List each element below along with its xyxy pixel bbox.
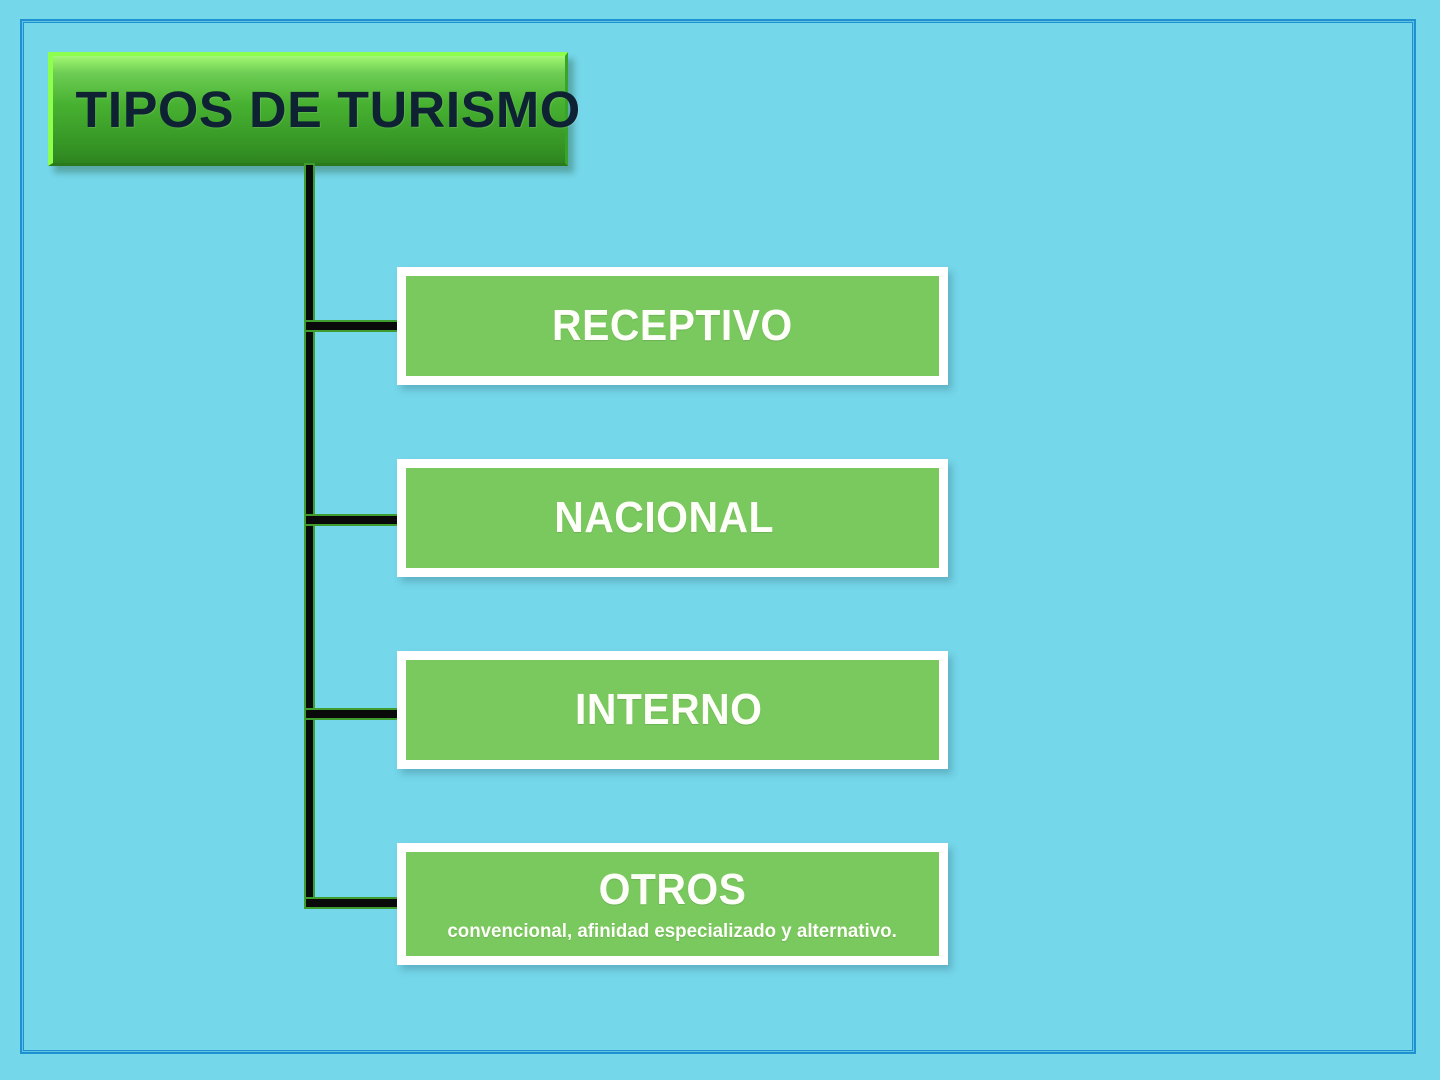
connector-branch-interno xyxy=(306,710,400,718)
node-body: NACIONAL xyxy=(406,468,939,568)
diagram-node-receptivo[interactable]: RECEPTIVO xyxy=(397,267,948,385)
connector-branch-nacional xyxy=(306,516,400,524)
page-title: TIPOS DE TURISMO xyxy=(75,81,581,138)
diagram-node-nacional[interactable]: NACIONAL xyxy=(397,459,948,577)
node-label-otros: OTROS xyxy=(598,865,747,915)
diagram-node-otros[interactable]: OTROS convencional, afinidad especializa… xyxy=(397,843,948,965)
diagram-root-node[interactable]: TIPOS DE TURISMO xyxy=(48,52,580,166)
node-label-nacional: NACIONAL xyxy=(554,492,775,542)
connector-branch-receptivo xyxy=(306,322,400,330)
node-label-interno: INTERNO xyxy=(574,684,763,734)
diagram-node-interno[interactable]: INTERNO xyxy=(397,651,948,769)
connector-trunk-line xyxy=(306,165,313,905)
node-body: INTERNO xyxy=(406,660,939,760)
connector-branch-otros xyxy=(306,899,400,907)
node-body: RECEPTIVO xyxy=(406,276,939,376)
node-label-receptivo: RECEPTIVO xyxy=(552,300,793,350)
node-subtitle-otros: convencional, afinidad especializado y a… xyxy=(447,919,898,942)
node-body: OTROS convencional, afinidad especializa… xyxy=(406,852,939,956)
